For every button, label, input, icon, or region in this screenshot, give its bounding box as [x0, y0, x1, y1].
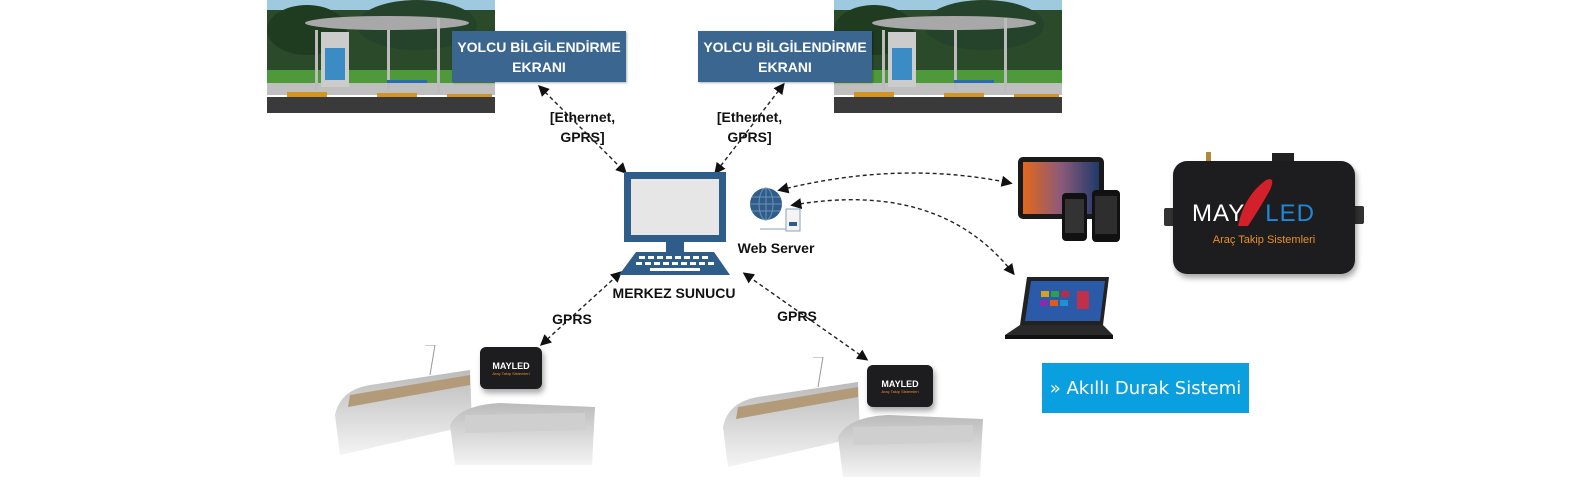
device-subtitle: Araç Takip Sistemleri [1212, 234, 1316, 246]
tracking-device-right: MAYLED Araç Takip Sistemleri [867, 365, 933, 407]
device-brand: MAYLED [492, 361, 530, 371]
device-sub: Araç Takip Sistemleri [881, 389, 919, 394]
link-text: GPRS] [560, 129, 605, 145]
mayled-logo: MAY LED [1192, 200, 1342, 228]
link-label-vehicle-right: GPRS [777, 308, 817, 324]
box-line2: EKRANI [512, 58, 566, 75]
device-body [1173, 161, 1355, 274]
tram-bus-image-left [335, 345, 595, 465]
arrow-left-stop [538, 85, 627, 174]
device-brand: MAYLED [881, 379, 919, 389]
link-label-left-stop: [Ethernet, GPRS] [540, 107, 625, 147]
mayled-swoosh-icon [1238, 179, 1273, 226]
arrow-laptop [790, 198, 1015, 276]
link-label-right-stop: [Ethernet, GPRS] [707, 107, 792, 147]
computer-icon [619, 172, 730, 275]
tracking-device-left: MAYLED Araç Takip Sistemleri [480, 347, 542, 389]
link-text: [Ethernet, [549, 109, 616, 125]
central-server-label: MERKEZ SUNUCU [612, 285, 736, 301]
arrow-vehicle-right [742, 272, 869, 361]
laptop-image [1005, 277, 1113, 339]
box-line2: EKRANI [758, 58, 812, 75]
link-label-vehicle-left: GPRS [552, 311, 592, 327]
web-server-label: Web Server [737, 240, 815, 256]
tablet-phones-image [1018, 157, 1120, 242]
smart-stop-system-button[interactable]: » Akıllı Durak Sistemi [1042, 363, 1249, 413]
passenger-display-box-left: YOLCU BİLGİLENDİRME EKRANI [452, 31, 626, 82]
link-text: [Ethernet, [716, 109, 783, 125]
arrow-tablet [777, 172, 1013, 194]
link-text: GPRS] [727, 129, 772, 145]
tram-bus-image-right [723, 357, 983, 477]
logo-may: MAY [1192, 200, 1246, 227]
passenger-display-box-right: YOLCU BİLGİLENDİRME EKRANI [698, 31, 872, 82]
arrow-vehicle-left [539, 271, 623, 346]
tracking-device-product: MAY LED Araç Takip Sistemleri [1164, 152, 1364, 278]
box-line1: YOLCU BİLGİLENDİRME [457, 38, 621, 55]
box-line1: YOLCU BİLGİLENDİRME [703, 38, 867, 55]
device-antenna [1206, 152, 1211, 164]
web-server-icon [750, 187, 801, 232]
logo-led: LED [1265, 200, 1315, 227]
device-sub: Araç Takip Sistemleri [492, 371, 530, 376]
device-tab-top [1272, 153, 1294, 161]
device-tab-right [1352, 206, 1364, 224]
arrow-right-stop [714, 82, 785, 175]
